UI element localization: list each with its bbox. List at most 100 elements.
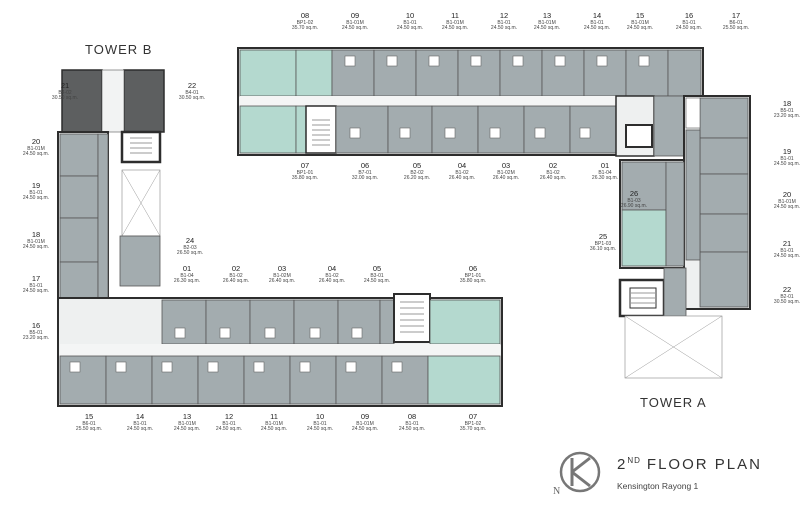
- unit-num: 08: [407, 412, 417, 421]
- unit-code: B1-01: [133, 420, 147, 427]
- unit-code: B5-01: [780, 107, 794, 114]
- unit-area: 26.40 sq.m.: [222, 278, 250, 285]
- unit-code: B1-01M: [538, 19, 556, 26]
- unit-code: B1-01: [29, 189, 43, 196]
- unit-num: 19: [782, 147, 792, 156]
- unit-code: B1-01: [313, 420, 327, 427]
- unit-area: 30.50 sq.m.: [51, 95, 79, 102]
- unit-area: 24.50 sq.m.: [773, 204, 800, 211]
- unit-num: 16: [31, 321, 41, 330]
- unit-code: B1-02: [546, 169, 560, 176]
- unit-area: 26.50 sq.m.: [176, 250, 204, 257]
- unit-area: 24.50 sq.m.: [398, 426, 426, 433]
- unit-area: 24.50 sq.m.: [22, 195, 50, 202]
- unit-num: 21: [782, 239, 792, 248]
- unit-code: B1-01: [403, 19, 417, 26]
- unit-num: 12: [499, 11, 509, 20]
- unit-num: 09: [360, 412, 370, 421]
- unit-area: 35.70 sq.m.: [459, 426, 487, 433]
- unit-code: B1-01: [780, 155, 794, 162]
- unit-code: B1-01M: [631, 19, 649, 26]
- tower-a-label: TOWER A: [640, 395, 707, 410]
- unit-area: 24.50 sq.m.: [306, 426, 334, 433]
- unit-num: 14: [592, 11, 602, 20]
- unit-area: 26.30 sq.m.: [173, 278, 201, 285]
- unit-num: 15: [84, 412, 94, 421]
- unit-num: 10: [315, 412, 325, 421]
- unit-area: 26.40 sq.m.: [539, 175, 567, 182]
- unit-num: 04: [327, 264, 337, 273]
- unit-code: B1-02M: [497, 169, 515, 176]
- unit-code: B1-01M: [265, 420, 283, 427]
- unit-area: 26.90 sq.m.: [620, 203, 648, 210]
- unit-area: 24.50 sq.m.: [22, 151, 50, 158]
- unit-area: 26.40 sq.m.: [492, 175, 520, 182]
- unit-area: 24.50 sq.m.: [773, 253, 800, 260]
- unit-num: 25: [598, 232, 608, 241]
- unit-area: 24.50 sq.m.: [441, 25, 469, 32]
- unit-code: B1-04: [598, 169, 612, 176]
- tower-a-right-wing: [615, 95, 751, 379]
- unit-area: 30.50 sq.m.: [178, 95, 206, 102]
- unit-num: 20: [782, 190, 792, 199]
- unit-code: B4-02: [58, 89, 72, 96]
- unit-code: B1-04: [180, 272, 194, 279]
- unit-num: 06: [468, 264, 478, 273]
- unit-area: 25.50 sq.m.: [75, 426, 103, 433]
- unit-code: B2-01: [780, 293, 794, 300]
- unit-num: 18: [782, 99, 792, 108]
- unit-num: 16: [684, 11, 694, 20]
- unit-num: 18: [31, 230, 41, 239]
- unit-area: 24.50 sq.m.: [173, 426, 201, 433]
- unit-area: 24.50 sq.m.: [773, 161, 800, 168]
- unit-code: B1-01: [682, 19, 696, 26]
- unit-num: 26: [629, 189, 639, 198]
- unit-code: B5-01: [29, 329, 43, 336]
- tower-b-label: TOWER B: [85, 42, 153, 57]
- unit-area: 24.50 sq.m.: [22, 244, 50, 251]
- unit-code: B1-01M: [346, 19, 364, 26]
- unit-area: 24.50 sq.m.: [126, 426, 154, 433]
- unit-num: 17: [731, 11, 741, 20]
- unit-num: 22: [187, 81, 197, 90]
- unit-area: 24.50 sq.m.: [490, 25, 518, 32]
- unit-area: 23.20 sq.m.: [22, 335, 50, 342]
- unit-area: 24.50 sq.m.: [341, 25, 369, 32]
- unit-num: 07: [300, 161, 310, 170]
- unit-num: 20: [31, 137, 41, 146]
- unit-code: B1-01M: [446, 19, 464, 26]
- unit-area: 26.30 sq.m.: [591, 175, 619, 182]
- unit-code: B1-02M: [273, 272, 291, 279]
- unit-code: B1-02: [325, 272, 339, 279]
- unit-area: 24.50 sq.m.: [675, 25, 703, 32]
- unit-num: 04: [457, 161, 467, 170]
- unit-code: B1-02: [229, 272, 243, 279]
- compass-logo: [559, 451, 601, 493]
- unit-area: 24.50 sq.m.: [583, 25, 611, 32]
